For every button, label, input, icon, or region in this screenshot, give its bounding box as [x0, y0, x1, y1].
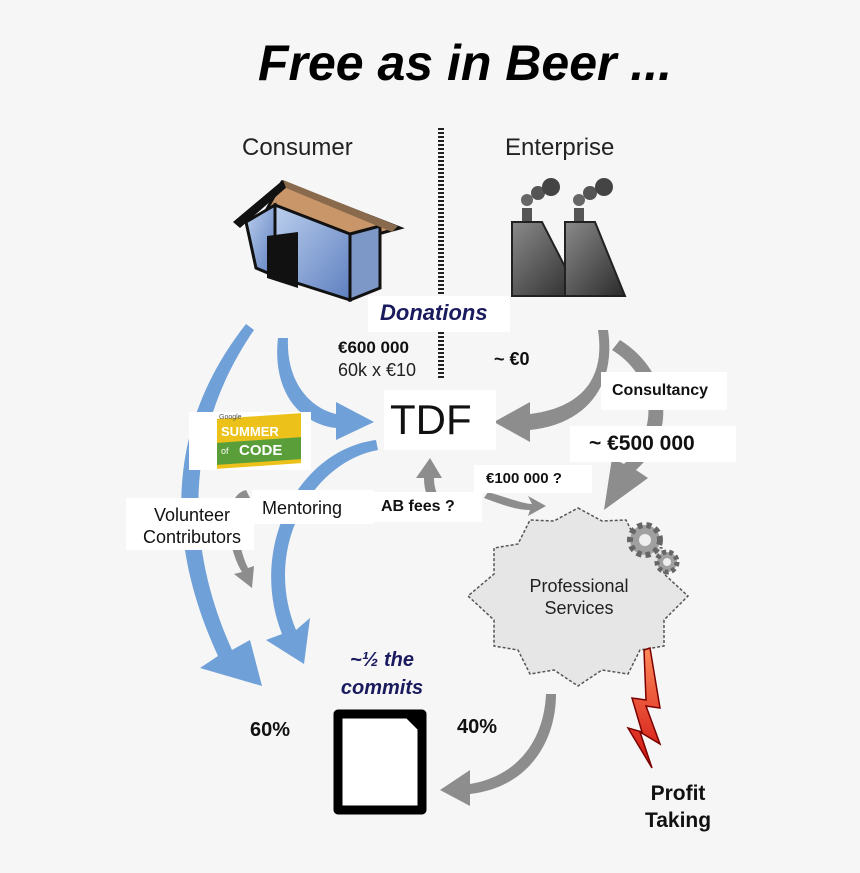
factory-icon [511, 178, 627, 297]
ab-fees-box [370, 492, 482, 522]
mentoring-label: Mentoring [262, 498, 343, 518]
gears-icon [627, 522, 680, 575]
ab-fees-arrow [416, 458, 462, 522]
consumer-header: Consumer [242, 134, 353, 161]
contribution-box [474, 465, 592, 493]
enterprise-amount: ~ €0 [494, 349, 530, 369]
mentoring-arrow [266, 440, 378, 664]
tdf-box [384, 390, 496, 450]
lightning-bolt-icon [626, 647, 662, 769]
profit-taking-label: Profit Taking [644, 782, 712, 832]
document-icon [333, 709, 427, 815]
house-icon [233, 180, 405, 303]
gsoc-logo: Google SUMMER of CODE [189, 412, 311, 470]
consultancy-label: Consultancy [612, 382, 709, 399]
mentoring-box [252, 490, 374, 524]
contribution-label: €100 000 ? [486, 470, 562, 487]
enterprise-header: Enterprise [505, 134, 615, 161]
consultancy-arrow [604, 340, 664, 510]
donation-arrow-enterprise [494, 330, 610, 442]
professional-services-label: Professional Services [529, 576, 629, 618]
ab-fees-label: AB fees ? [381, 498, 455, 515]
left-share: 60% [250, 719, 291, 741]
volunteers-box [126, 498, 254, 550]
tdf-label: TDF [390, 396, 472, 443]
consultancy-amount-box [570, 426, 736, 462]
volunteers-label: Volunteer Contributors [142, 505, 242, 547]
consultancy-box [601, 372, 727, 410]
contribution-arrow [484, 492, 546, 516]
professional-services-shape [466, 507, 690, 687]
commits-label: ~½ the commits [340, 649, 424, 699]
donation-arrow-consumer [277, 338, 374, 440]
consultancy-amount: ~ €500 000 [589, 432, 695, 455]
page-title: Free as in Beer ... [257, 35, 673, 91]
right-share: 40% [457, 716, 498, 738]
donations-label: Donations [380, 300, 488, 325]
consumer-amount: €600 000 [338, 338, 409, 357]
consumer-breakdown: 60k x €10 [338, 360, 417, 380]
donations-box [368, 296, 510, 332]
commits-arrow-right [440, 694, 556, 806]
